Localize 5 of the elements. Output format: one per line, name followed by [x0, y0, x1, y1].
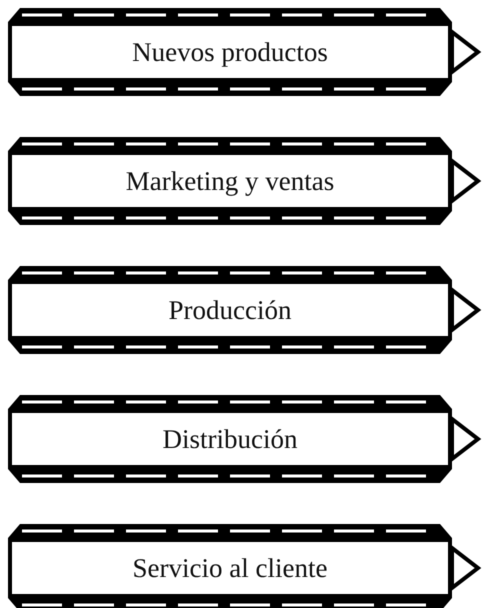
box-label: Servicio al cliente: [132, 552, 328, 584]
box-label: Nuevos productos: [132, 36, 328, 68]
box-label: Marketing y ventas: [126, 166, 334, 196]
box-label: Producción: [168, 294, 292, 326]
box-label: Distribución: [162, 424, 298, 454]
